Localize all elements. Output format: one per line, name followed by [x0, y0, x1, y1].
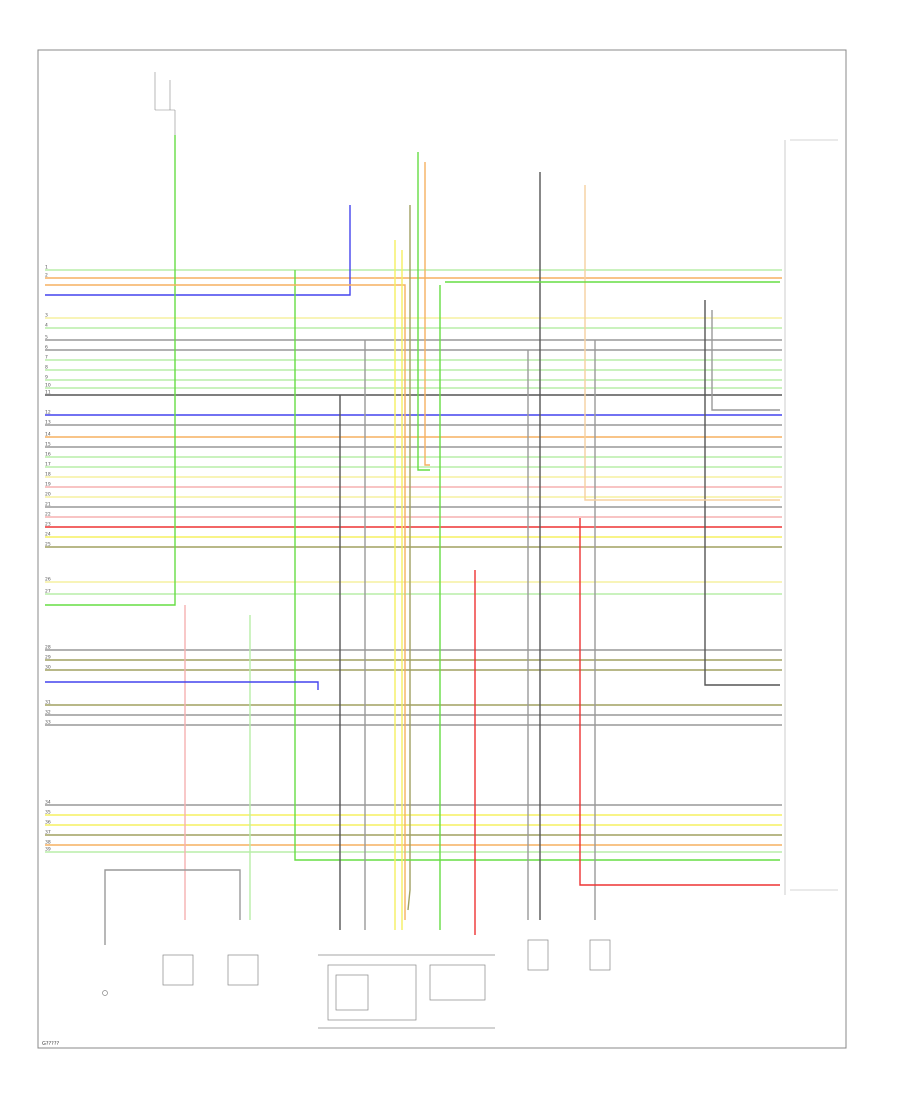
pin-label: 33 — [45, 720, 51, 726]
pin-label: 4 — [45, 323, 48, 329]
left-pin-labels: 1234567891011121314151617181920212223242… — [45, 265, 51, 853]
pin-label: 13 — [45, 420, 51, 426]
pin-label: 29 — [45, 655, 51, 661]
wire-dark-right — [704, 300, 780, 686]
pin-label: 7 — [45, 355, 48, 361]
pin-label: 27 — [45, 589, 51, 595]
pin-label: 12 — [45, 410, 51, 416]
pin-label: 36 — [45, 820, 51, 826]
relay-box-1 — [327, 964, 417, 1021]
wire-ground — [104, 869, 241, 945]
wire-blue-low — [45, 681, 319, 690]
sensor-2 — [589, 939, 611, 971]
pin-label: 2 — [45, 273, 48, 279]
pin-label: 9 — [45, 375, 48, 381]
ignition-switch-block — [154, 72, 176, 135]
wire-blue-top — [45, 205, 351, 296]
pin-label: 22 — [45, 512, 51, 518]
pin-label: 28 — [45, 645, 51, 651]
wire-orange-r — [584, 185, 780, 501]
pin-label: 32 — [45, 710, 51, 716]
pin-label: 1 — [45, 265, 48, 271]
pin-label: 15 — [45, 442, 51, 448]
wire-gray-right — [711, 310, 780, 411]
relay-box-2 — [429, 964, 486, 1001]
pin-label: 19 — [45, 482, 51, 488]
pin-label: 8 — [45, 365, 48, 371]
pin-label: 38 — [45, 840, 51, 846]
relay-inner-1 — [335, 974, 369, 1011]
pin-label: 10 — [45, 383, 51, 389]
component-2 — [227, 954, 259, 986]
bottom-components — [102, 939, 611, 1029]
pin-label: 34 — [45, 800, 51, 806]
pin-label: 3 — [45, 313, 48, 319]
pin-label: 37 — [45, 830, 51, 836]
pin-label: 17 — [45, 462, 51, 468]
pin-label: 24 — [45, 532, 51, 538]
pin-label: 25 — [45, 542, 51, 548]
wire-orange-left — [45, 284, 406, 920]
pin-label: 14 — [45, 432, 51, 438]
ground-symbol — [102, 990, 108, 996]
pin-label: 6 — [45, 345, 48, 351]
pin-label: 16 — [45, 452, 51, 458]
pin-label: 30 — [45, 665, 51, 671]
wire-green-ign — [45, 135, 176, 606]
pin-label: 18 — [45, 472, 51, 478]
component-1 — [162, 954, 194, 986]
sensor-1 — [527, 939, 549, 971]
wire-orange-top — [424, 162, 430, 466]
pin-label: 11 — [45, 390, 51, 396]
pin-label: 31 — [45, 700, 51, 706]
ground-label: G????? — [42, 1041, 59, 1047]
horizontal-wire-bus — [45, 269, 782, 853]
diagram-frame — [37, 49, 847, 1049]
wire-olive-top — [407, 205, 411, 911]
wire-green-left — [294, 270, 780, 861]
wire-green-top — [417, 152, 430, 471]
ecm-connector-box — [784, 139, 838, 895]
pin-label: 5 — [45, 335, 48, 341]
pin-label: 39 — [45, 847, 51, 853]
wire-red — [579, 518, 780, 886]
pin-label: 20 — [45, 492, 51, 498]
pin-label: 26 — [45, 577, 51, 583]
pin-label: 21 — [45, 502, 51, 508]
pin-label: 23 — [45, 522, 51, 528]
pin-label: 35 — [45, 810, 51, 816]
vertical-wires — [45, 135, 780, 945]
